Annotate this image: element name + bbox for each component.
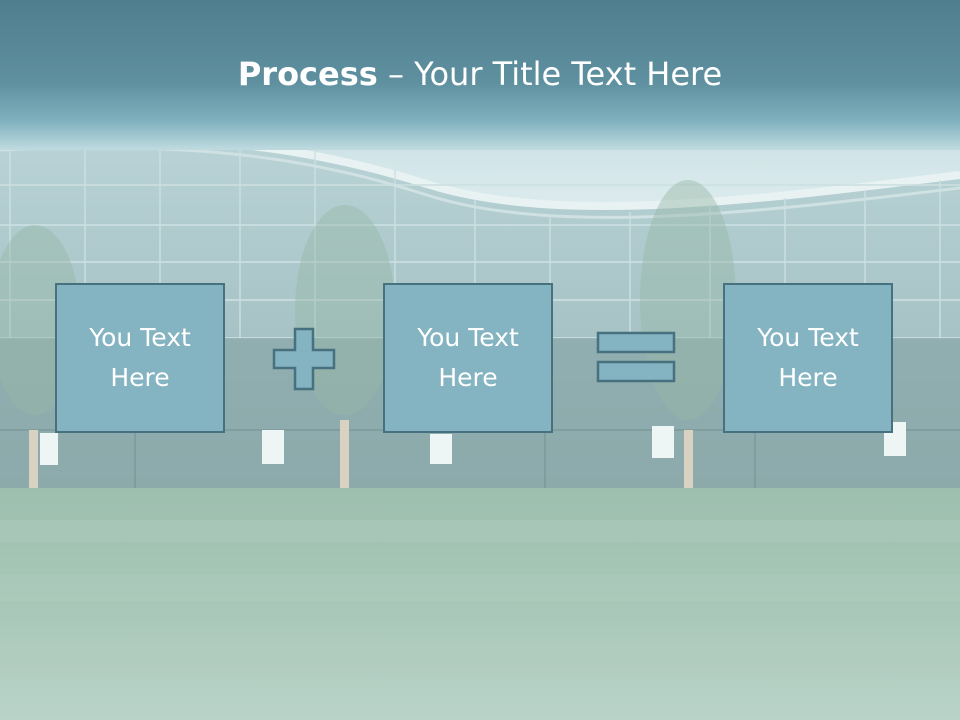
title-banner — [0, 0, 960, 150]
step-box-3-label: You Text Here — [757, 323, 859, 392]
plus-icon — [272, 327, 336, 391]
step-box-1[interactable]: You Text Here — [55, 283, 225, 433]
slide-title[interactable]: Process – Your Title Text Here — [0, 52, 960, 96]
step-box-3[interactable]: You Text Here — [723, 283, 893, 433]
equals-icon — [596, 331, 676, 383]
step-box-2-label: You Text Here — [417, 323, 519, 392]
title-keyword: Process — [237, 55, 378, 93]
title-text: – Your Title Text Here — [377, 55, 723, 93]
step-box-1-label: You Text Here — [89, 323, 191, 392]
step-box-2[interactable]: You Text Here — [383, 283, 553, 433]
